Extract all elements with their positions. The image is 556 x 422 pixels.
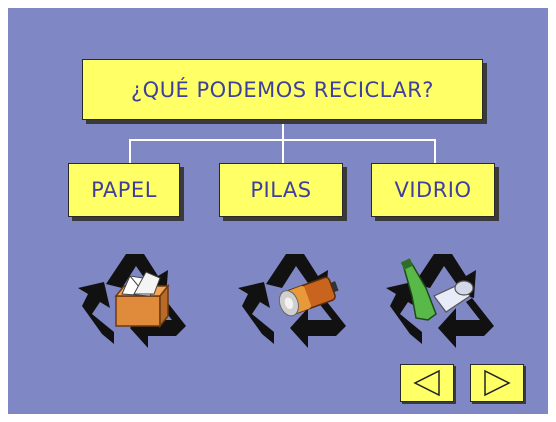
category-box-papel: PAPEL [68, 163, 180, 217]
recycle-glass-icon [386, 254, 494, 348]
category-label-pilas: PILAS [250, 178, 312, 202]
connector-vertical-top [282, 118, 284, 140]
category-box-pilas: PILAS [219, 163, 343, 217]
slide: ¿QUÉ PODEMOS RECICLAR? PAPEL PILAS VIDRI… [8, 8, 548, 414]
title-text: ¿QUÉ PODEMOS RECICLAR? [131, 77, 434, 102]
triangle-right-icon [484, 369, 511, 397]
recycle-paper-icon [78, 254, 186, 348]
forward-button[interactable] [470, 364, 524, 402]
title-box: ¿QUÉ PODEMOS RECICLAR? [82, 59, 483, 120]
recycle-battery-icon [238, 254, 346, 348]
connector-middle [282, 139, 284, 163]
category-box-vidrio: VIDRIO [371, 163, 495, 217]
category-label-papel: PAPEL [91, 178, 157, 202]
back-button[interactable] [400, 364, 454, 402]
connector-left [129, 139, 131, 163]
triangle-left-icon [413, 369, 440, 397]
category-label-vidrio: VIDRIO [394, 178, 472, 202]
connector-right [434, 139, 436, 163]
